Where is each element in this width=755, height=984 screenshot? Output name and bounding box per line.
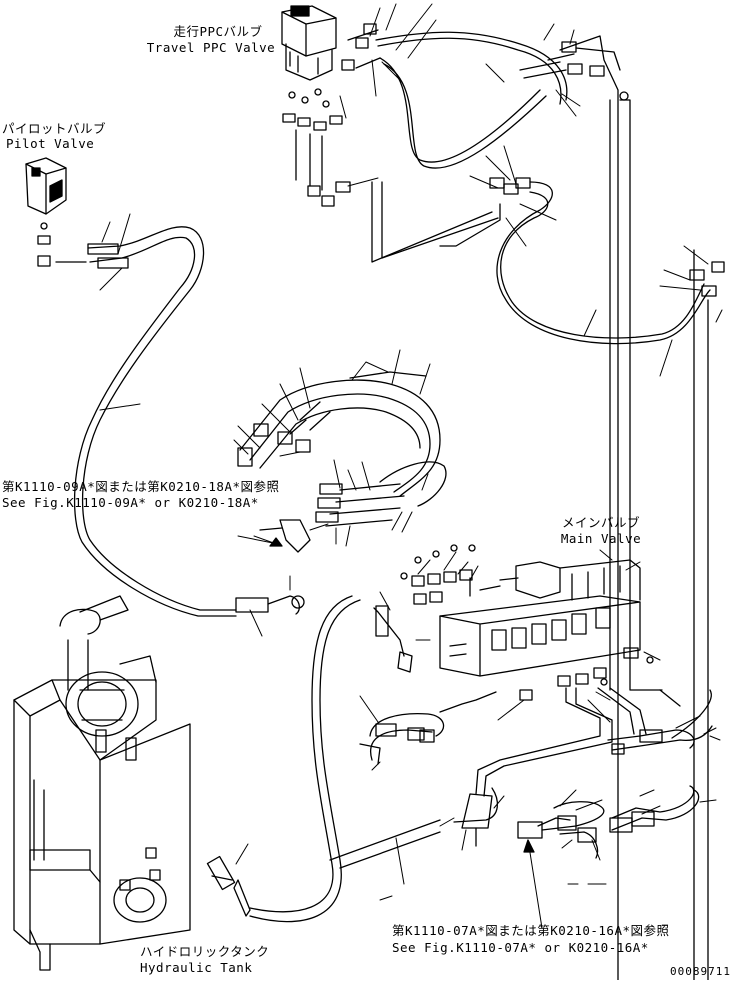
leader-lines-bundle [233, 349, 431, 547]
tank-return-hose [206, 595, 498, 923]
leader-lines-lower [359, 591, 603, 861]
lower-reference-en: See Fig.K1110-07A* or K0210-16A* [392, 940, 649, 955]
main-valve-label-en: Main Valve [560, 531, 642, 546]
lower-hose-group [359, 605, 700, 859]
leader-lines-mid [469, 23, 723, 377]
return-hoses [461, 687, 713, 847]
lower-reference-jp: 第K1110-07A*図または第K0210-16A*図参照 [392, 923, 670, 938]
hydraulic-tank-label-en: Hydraulic Tank [140, 960, 253, 975]
main-valve [400, 544, 654, 701]
hydraulic-tank-label-jp: ハイドロリックタンク [140, 944, 270, 959]
pilot-valve-label-jp: パイロットバルブ [2, 121, 107, 136]
travel-ppc-label-en: Travel PPC Valve [146, 40, 276, 55]
leader-lines-pilot [99, 213, 291, 637]
pilot-valve [25, 157, 87, 267]
reference-arrows [253, 535, 607, 929]
travel-hoses [375, 31, 663, 981]
travel-ppc-label-jp: 走行PPCバルブ [173, 24, 263, 39]
upper-reference-jp: 第K1110-09A*図または第K0210-18A*図参照 [2, 479, 280, 494]
fitting-group-mid [371, 177, 725, 981]
pilot-hose [73, 226, 305, 617]
upper-reference-en: See Fig.K1110-09A* or K0210-18A* [2, 495, 259, 510]
leader-lines-main [417, 549, 661, 723]
drawing-number: 00089711 [670, 965, 731, 978]
pilot-valve-label-en: Pilot Valve [6, 136, 95, 151]
central-hose-bundle [237, 371, 447, 553]
leader-lines-tank-hose [235, 817, 455, 901]
main-valve-label-jp: メインバルブ [561, 515, 640, 530]
leader-lines-return [461, 715, 721, 851]
leader-lines-top [339, 3, 437, 187]
travel-ppc-valve [281, 5, 381, 207]
hydraulic-tank [13, 595, 191, 971]
